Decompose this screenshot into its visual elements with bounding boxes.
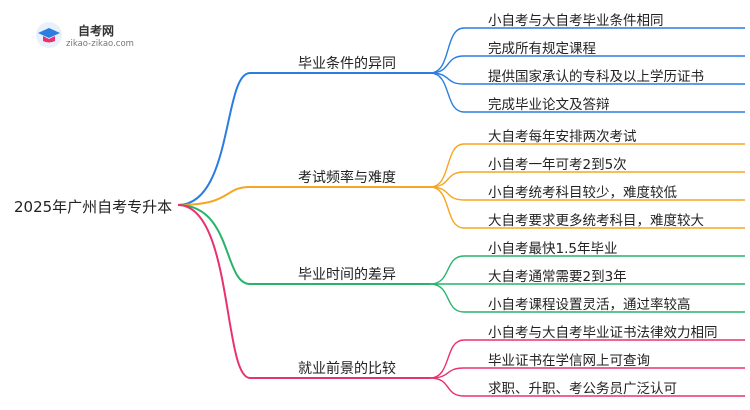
logo-title: 自考网 <box>78 24 115 38</box>
branch-node[interactable]: 毕业时间的差异 <box>298 267 396 283</box>
leaf-node[interactable]: 完成所有规定课程 <box>488 41 596 57</box>
branch-connector <box>177 186 430 206</box>
leaf-connector <box>429 367 745 379</box>
leaf-node[interactable]: 求职、升职、考公务员广泛认可 <box>488 381 677 397</box>
logo-url: zikao-zikao.com <box>66 39 134 49</box>
leaf-node[interactable]: 小自考最快1.5年毕业 <box>488 241 618 257</box>
root-node[interactable]: 2025年广州自考专升本 <box>14 198 173 216</box>
branch-connector <box>177 204 430 285</box>
branch-node[interactable]: 考试频率与难度 <box>298 170 396 186</box>
leaf-connector <box>429 27 745 74</box>
leaf-node[interactable]: 小自考课程设置灵活，通过率较高 <box>488 297 691 313</box>
branch-connector <box>177 72 430 206</box>
leaf-connector <box>429 255 745 285</box>
leaf-node[interactable]: 大自考要求更多统考科目，难度较大 <box>488 213 704 229</box>
branch-connector <box>177 204 430 379</box>
leaf-node[interactable]: 大自考通常需要2到3年 <box>488 269 627 285</box>
leaf-connector <box>429 377 745 397</box>
leaf-node[interactable]: 提供国家承认的专科及以上学历证书 <box>488 69 704 85</box>
graduation-cap-icon <box>36 22 62 48</box>
branch-node[interactable]: 毕业条件的异同 <box>298 56 396 72</box>
leaf-connector <box>429 283 745 313</box>
branch-node[interactable]: 就业前景的比较 <box>298 361 396 377</box>
leaf-node[interactable]: 毕业证书在学信网上可查询 <box>488 353 650 369</box>
leaf-connector <box>429 72 745 113</box>
leaf-node[interactable]: 小自考统考科目较少，难度较低 <box>488 185 677 201</box>
leaf-connector <box>429 143 745 188</box>
leaf-node[interactable]: 小自考一年可考2到5次 <box>488 157 627 173</box>
leaf-connector <box>429 186 745 229</box>
site-logo[interactable]: 自考网 zikao-zikao.com <box>28 18 148 54</box>
leaf-node[interactable]: 小自考与大自考毕业条件相同 <box>488 13 664 29</box>
leaf-node[interactable]: 完成毕业论文及答辩 <box>488 97 610 113</box>
leaf-connector <box>429 171 745 188</box>
leaf-node[interactable]: 大自考每年安排两次考试 <box>488 129 637 145</box>
leaf-connector <box>429 55 745 74</box>
leaf-connector <box>429 339 745 379</box>
leaf-node[interactable]: 小自考与大自考毕业证书法律效力相同 <box>488 325 718 341</box>
